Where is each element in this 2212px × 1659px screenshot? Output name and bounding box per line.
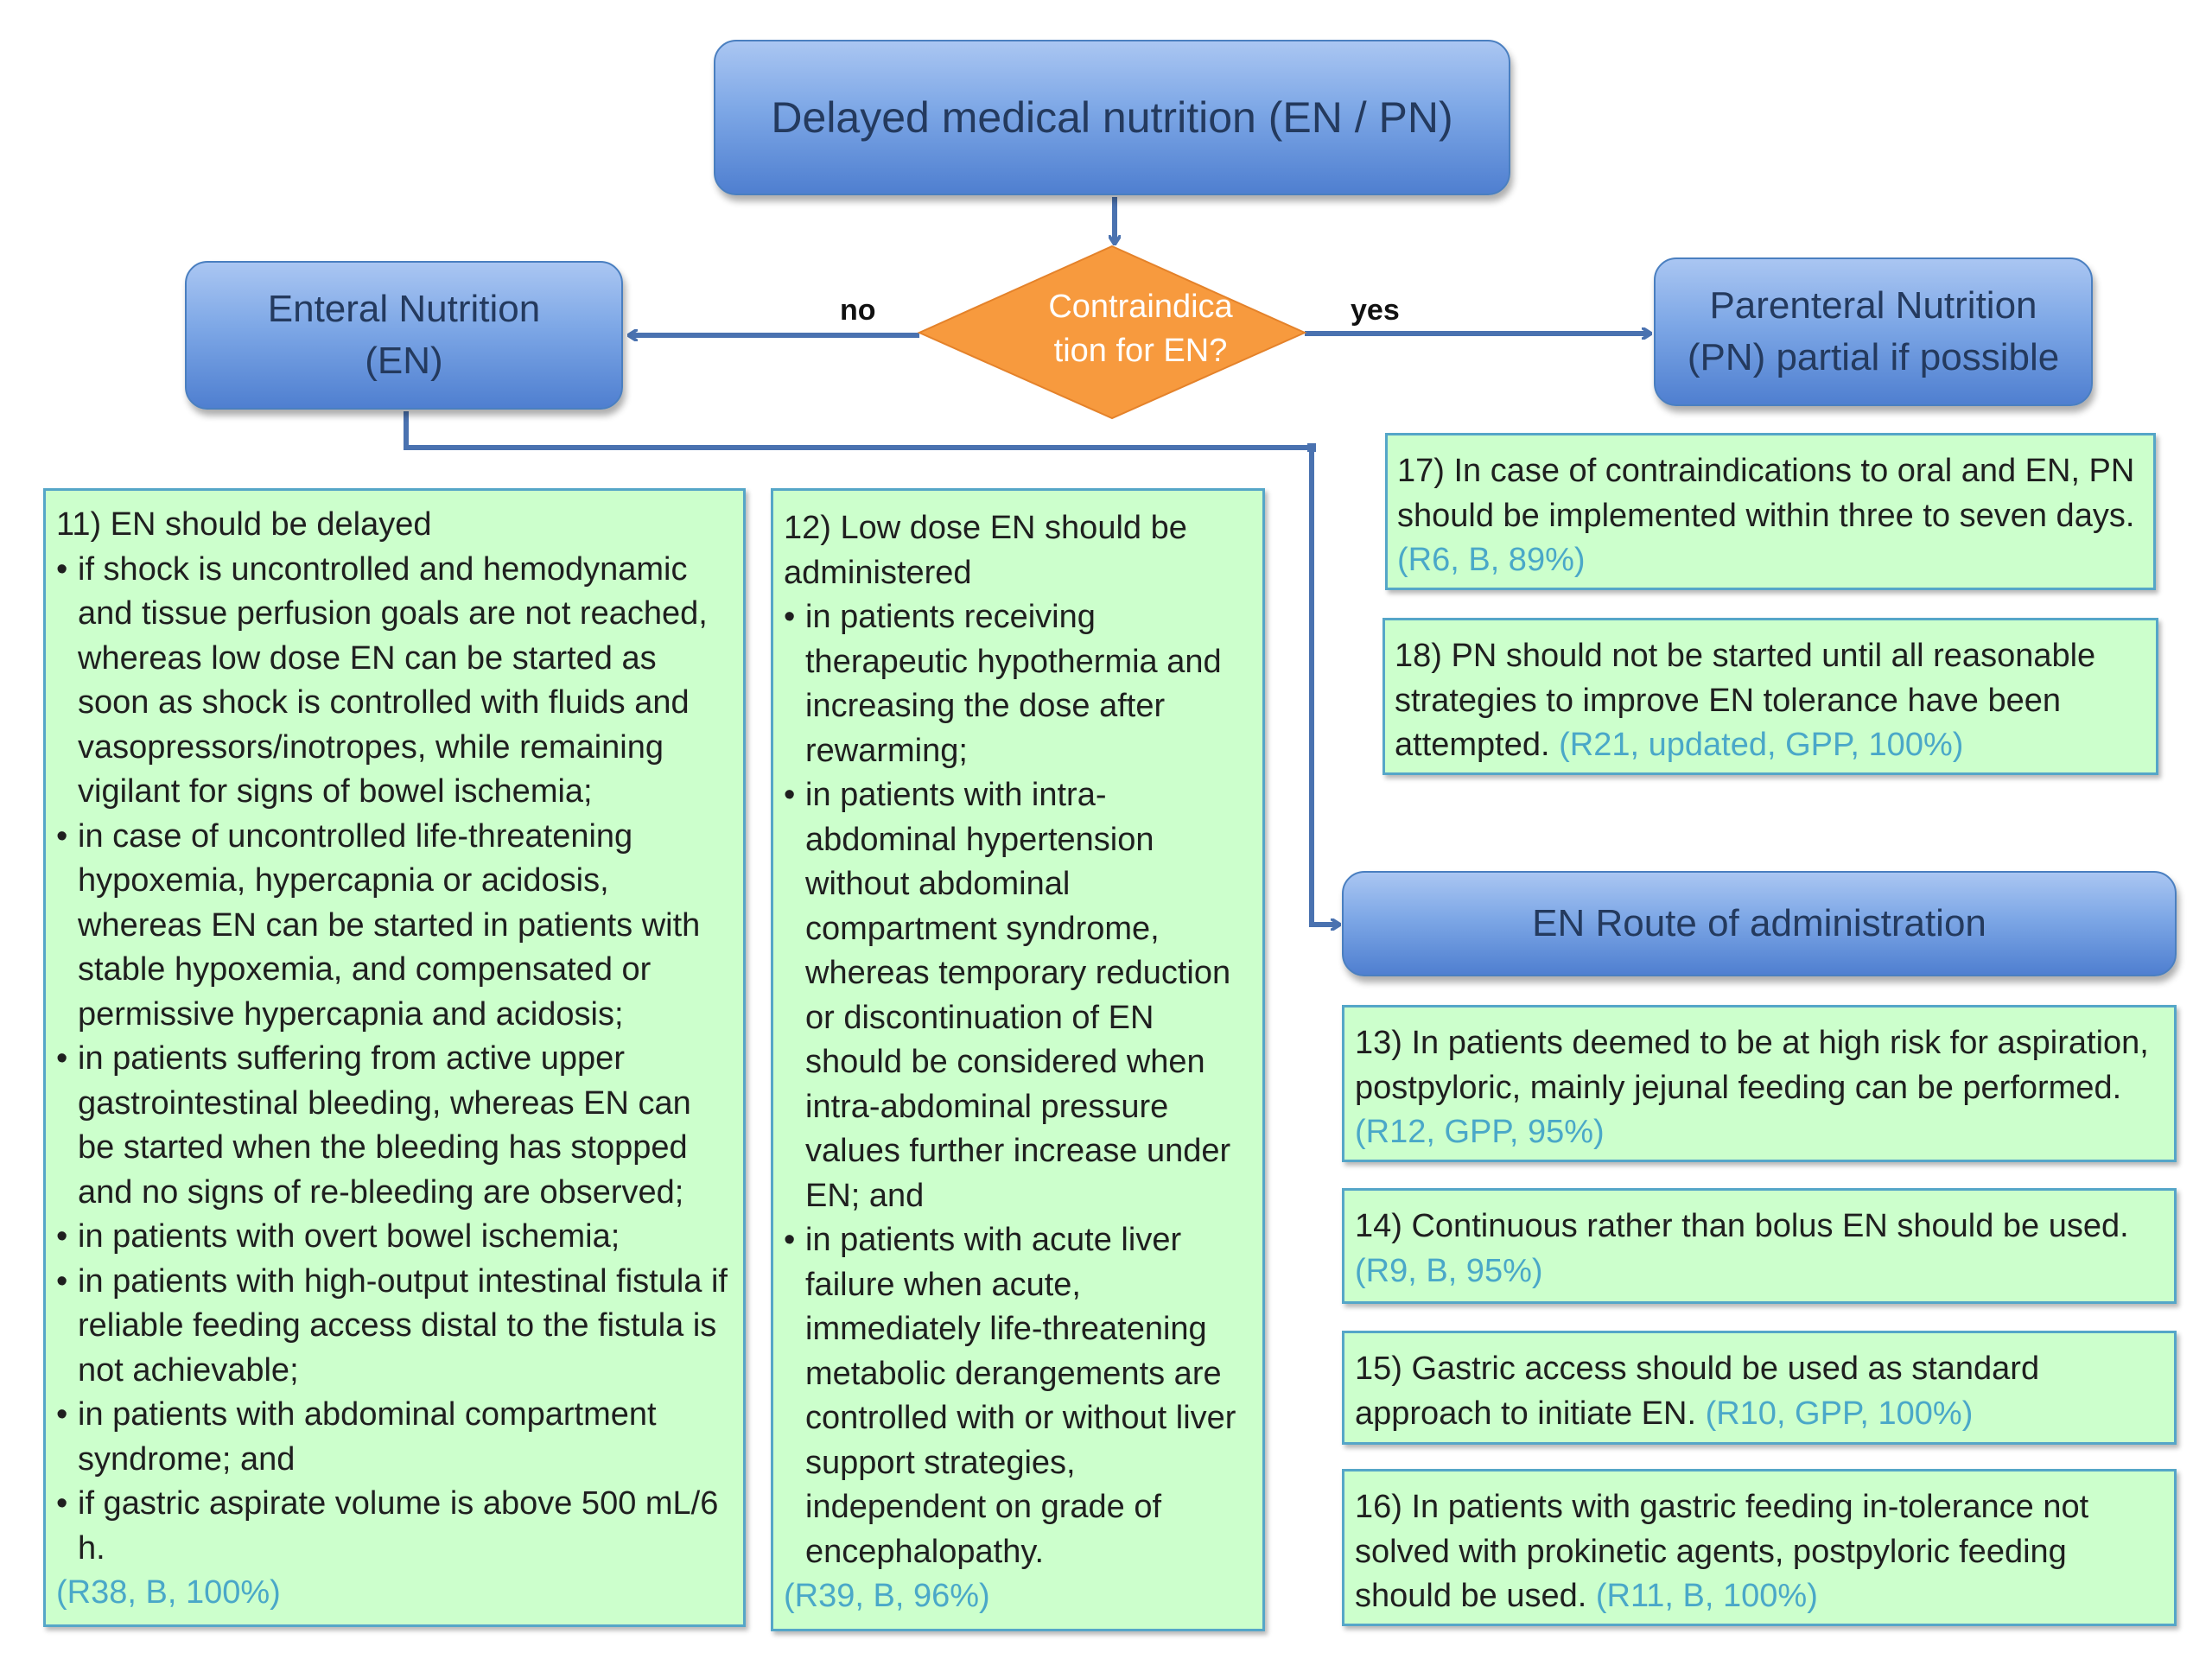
rec13-text: 13) In patients deemed to be at high ris…: [1355, 1025, 2149, 1106]
delayed-nutrition-title: Delayed medical nutrition (EN / PN): [771, 93, 1453, 142]
rec11-item: if shock is uncontrolled and hemodynamic…: [56, 548, 733, 815]
recommendation-13: 13) In patients deemed to be at high ris…: [1342, 1005, 2177, 1162]
rec12-list: in patients receiving therapeutic hypoth…: [784, 595, 1252, 1574]
rec17-text: 17) In case of contraindications to oral…: [1397, 453, 2135, 534]
no-branch-label: no: [840, 294, 876, 327]
rec17-reference: (R6, B, 89%): [1397, 542, 1586, 578]
rec11-item: in patients with overt bowel ischemia;: [56, 1215, 733, 1260]
rec16-reference: (R11, B, 100%): [1595, 1578, 1818, 1614]
rec12-item: in patients with acute liver failure whe…: [784, 1218, 1252, 1574]
rec12-reference: (R39, B, 96%): [784, 1578, 990, 1614]
rec16-text: 16) In patients with gastric feeding in-…: [1355, 1489, 2089, 1614]
enteral-nutrition-line2: (EN): [365, 340, 443, 382]
recommendation-15: 15) Gastric access should be used as sta…: [1342, 1331, 2177, 1445]
rec14-reference: (R9, B, 95%): [1355, 1252, 1543, 1289]
parenteral-nutrition-node: Parenteral Nutrition (PN) partial if pos…: [1654, 257, 2093, 406]
rec11-reference: (R38, B, 100%): [56, 1574, 281, 1611]
enteral-nutrition-line1: Enteral Nutrition: [267, 288, 541, 330]
rec11-item: in patients with high-output intestinal …: [56, 1260, 733, 1394]
delayed-nutrition-node: Delayed medical nutrition (EN / PN): [714, 40, 1510, 195]
decision-diamond: [917, 245, 1307, 420]
en-route-title: EN Route of administration: [1532, 902, 1986, 944]
rec12-item: in patients with intra-abdominal hyperte…: [784, 773, 1252, 1218]
rec12-item: in patients receiving therapeutic hypoth…: [784, 595, 1252, 773]
en-route-node: EN Route of administration: [1342, 871, 2177, 976]
yes-branch-label: yes: [1351, 294, 1400, 327]
decision-label-line1: Contraindica: [1048, 289, 1233, 325]
recommendation-11: 11) EN should be delayed if shock is unc…: [43, 488, 746, 1627]
rec11-heading: 11) EN should be delayed: [56, 506, 432, 543]
rec11-list: if shock is uncontrolled and hemodynamic…: [56, 548, 733, 1572]
recommendation-16: 16) In patients with gastric feeding in-…: [1342, 1469, 2177, 1626]
rec18-reference: (R21, updated, GPP, 100%): [1559, 727, 1964, 763]
decision-label-line2: tion for EN?: [1053, 333, 1228, 369]
rec11-item: if gastric aspirate volume is above 500 …: [56, 1482, 733, 1571]
rec11-item: in patients suffering from active upper …: [56, 1037, 733, 1215]
decision-label: Contraindica tion for EN?: [920, 285, 1361, 373]
rec12-heading: 12) Low dose EN should be administered: [784, 510, 1187, 591]
recommendation-18: 18) PN should not be started until all r…: [1382, 618, 2158, 775]
rec15-reference: (R10, GPP, 100%): [1705, 1395, 1974, 1432]
rec11-item: in case of uncontrolled life-threatening…: [56, 815, 733, 1038]
rec13-reference: (R12, GPP, 95%): [1355, 1114, 1605, 1150]
recommendation-14: 14) Continuous rather than bolus EN shou…: [1342, 1188, 2177, 1304]
rec15-text: 15) Gastric access should be used as sta…: [1355, 1351, 2040, 1432]
rec18-text: 18) PN should not be started until all r…: [1395, 638, 2096, 763]
enteral-nutrition-node: Enteral Nutrition (EN): [185, 261, 623, 410]
parenteral-nutrition-line2: (PN) partial if possible: [1687, 336, 2060, 378]
rec14-text: 14) Continuous rather than bolus EN shou…: [1355, 1208, 2129, 1244]
rec11-item: in patients with abdominal compartment s…: [56, 1393, 733, 1482]
recommendation-12: 12) Low dose EN should be administered i…: [771, 488, 1265, 1631]
parenteral-nutrition-line1: Parenteral Nutrition: [1709, 284, 2037, 327]
recommendation-17: 17) In case of contraindications to oral…: [1385, 433, 2156, 590]
connector-junction: [1307, 443, 1316, 452]
